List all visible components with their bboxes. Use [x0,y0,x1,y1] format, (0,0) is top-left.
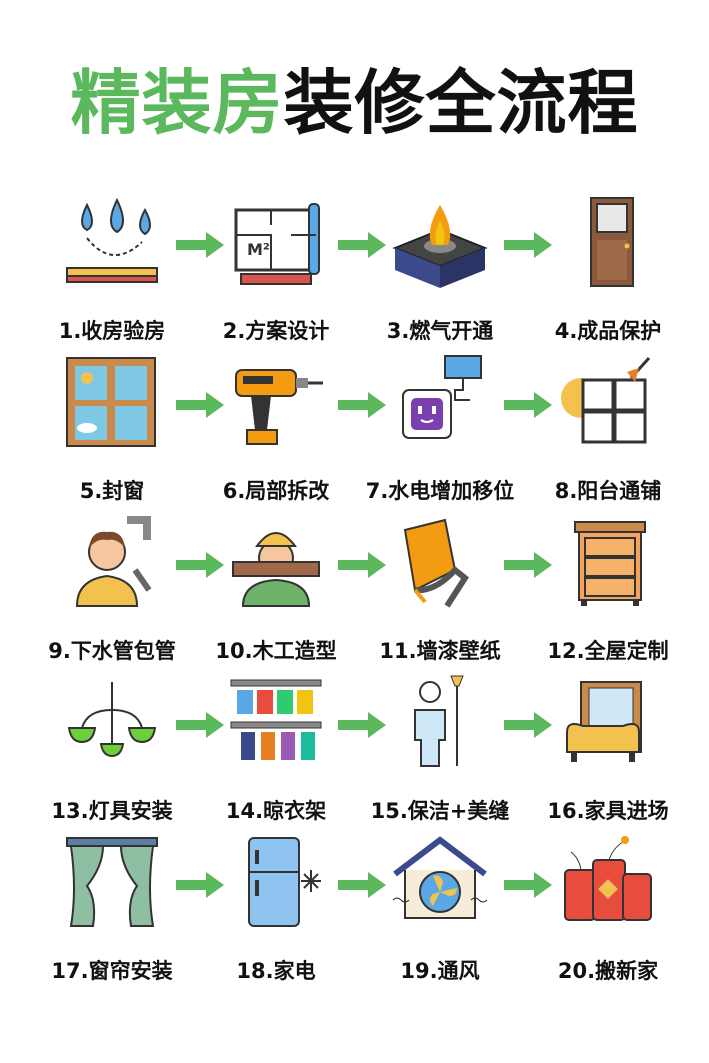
cabinet-icon [574,521,646,606]
arrow-right-icon [338,552,386,578]
step-item: 4.成品保护 [523,190,693,345]
arrow-right-icon [504,392,552,418]
step-label: 12.全屋定制 [547,639,669,663]
process-row: 1.收房验房 M² 2.方案设计 3.燃气开通 4.成品保护 [0,190,709,350]
arrow-right-icon [338,392,386,418]
clothes-rack-icon [230,679,322,760]
step-label: 13.灯具安装 [51,799,173,823]
step-item: 6.局部拆改 [191,350,361,505]
step-item: 13.灯具安装 [27,670,197,825]
step-label: 8.阳台通铺 [554,479,662,503]
step-label: 6.局部拆改 [222,479,330,503]
process-grid: 1.收房验房 M² 2.方案设计 3.燃气开通 4.成品保护 5.封窗 6.局部拆改 7.水电… [0,190,709,990]
carpenter-icon [232,532,320,607]
door-icon [590,197,634,287]
step-label: 16.家具进场 [547,799,669,823]
step-item: 10.木工造型 [191,510,361,665]
gas-stove-icon [392,205,488,288]
step-item: 17.窗帘安装 [27,830,197,985]
arrow-right-icon [176,872,224,898]
arrow-right-icon [504,872,552,898]
step-label: 7.水电增加移位 [365,479,515,503]
step-label: 1.收房验房 [58,319,166,343]
arrow-right-icon [338,232,386,258]
arrow-right-icon [338,712,386,738]
process-row: 17.窗帘安装 18.家电 19.通风 20.搬新家 [0,830,709,990]
arrow-right-icon [504,712,552,738]
ventilation-icon [392,836,488,919]
step-item: M² 2.方案设计 [191,190,361,345]
step-item: 1.收房验房 [27,190,197,345]
step-item: 12.全屋定制 [523,510,693,665]
step-item: 16.家具进场 [523,670,693,825]
window-icon [66,357,156,447]
step-label: 4.成品保护 [554,319,662,343]
step-item: 3.燃气开通 [355,190,525,345]
arrow-right-icon [176,392,224,418]
arrow-right-icon [176,552,224,578]
step-label: 19.通风 [400,959,480,983]
step-label: 11.墙漆壁纸 [379,639,501,663]
arrow-right-icon [176,232,224,258]
step-label: 14.晾衣架 [225,799,327,823]
step-label: 9.下水管包管 [48,639,176,663]
step-item: 5.封窗 [27,350,197,505]
drill-icon [235,369,323,445]
process-row: 13.灯具安装 14.晾衣架 15.保洁+美缝 16.家具进场 [0,670,709,830]
step-label: 17.窗帘安装 [51,959,173,983]
firecracker-icon [564,836,652,921]
step-label: 18.家电 [236,959,316,983]
paint-roller-icon [403,518,469,608]
blueprint-icon: M² [234,203,320,285]
page-title: 精装房装修全流程 [0,58,709,148]
step-item: 14.晾衣架 [191,670,361,825]
step-label: 15.保洁+美缝 [370,799,510,823]
step-item: 7.水电增加移位 [355,350,525,505]
cleaner-icon [414,675,464,767]
process-row: 9.下水管包管 10.木工造型 11.墙漆壁纸 12.全屋定制 [0,510,709,670]
step-label: 20.搬新家 [557,959,659,983]
title-rest: 装修全流程 [283,62,639,144]
title-highlight: 精装房 [70,62,284,144]
tiles-icon [561,356,651,444]
fridge-icon [248,837,321,927]
step-label: 3.燃气开通 [386,319,494,343]
step-label: 2.方案设计 [222,319,330,343]
plumber-icon [75,516,152,607]
arrow-right-icon [504,552,552,578]
water-drops-icon [66,197,158,283]
step-item: 15.保洁+美缝 [355,670,525,825]
step-item: 18.家电 [191,830,361,985]
step-label: 5.封窗 [79,479,145,503]
arrow-right-icon [338,872,386,898]
svg-text:M²: M² [247,240,270,259]
socket-icon [402,355,482,439]
curtain-icon [66,837,158,927]
chandelier-icon [67,682,157,758]
step-item: 8.阳台通铺 [523,350,693,505]
step-label: 10.木工造型 [215,639,337,663]
step-item: 20.搬新家 [523,830,693,985]
furniture-icon [566,681,642,762]
step-item: 19.通风 [355,830,525,985]
step-item: 9.下水管包管 [27,510,197,665]
arrow-right-icon [176,712,224,738]
step-item: 11.墙漆壁纸 [355,510,525,665]
process-row: 5.封窗 6.局部拆改 7.水电增加移位 8.阳台通铺 [0,350,709,510]
arrow-right-icon [504,232,552,258]
